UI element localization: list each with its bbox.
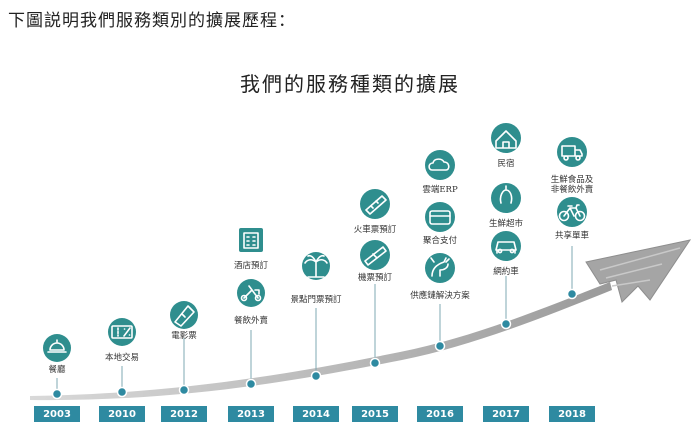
label-fresh-market: 生鮮超市 — [488, 219, 524, 229]
hotel-icon — [239, 228, 263, 252]
growth-arrowhead — [585, 239, 692, 303]
year-badge-2017: 2017 — [483, 406, 529, 422]
diagram-title: 我們的服務種類的擴展 — [240, 72, 460, 96]
intro-text: 下圖説明我們服務類別的擴展歷程： — [8, 11, 296, 31]
year-badge-2018: 2018 — [549, 406, 595, 422]
node-2014 — [310, 370, 322, 382]
ride-hailing-car-icon — [491, 231, 521, 261]
node-2010 — [116, 386, 128, 398]
supply-chain-icon — [425, 253, 455, 283]
label-cloud-erp: 雲端ERP — [422, 185, 458, 195]
label-grocery-delivery: 生鮮食品及 非餐飲外賣 — [550, 175, 594, 195]
label-local-deals: 本地交易 — [104, 353, 140, 363]
label-payment: 聚合支付 — [422, 236, 458, 246]
train-ticket-icon — [360, 189, 390, 219]
label-bike-sharing: 共享單車 — [554, 231, 590, 241]
fresh-market-icon — [491, 183, 521, 213]
label-food-delivery: 餐飲外賣 — [233, 316, 269, 326]
node-2012 — [178, 384, 190, 396]
label-train-ticket: 火車票預訂 — [353, 225, 397, 235]
node-2015 — [369, 357, 381, 369]
year-badge-2012: 2012 — [161, 406, 207, 422]
year-badge-2013: 2013 — [228, 406, 274, 422]
label-movie-ticket: 電影票 — [171, 331, 197, 341]
cloud-erp-icon — [425, 150, 455, 180]
svg-text:ERP: ERP — [433, 163, 447, 170]
restaurant-icon — [43, 334, 71, 362]
label-ride-hailing: 網約車 — [493, 267, 519, 277]
year-badge-2015: 2015 — [352, 406, 398, 422]
year-badge-2003: 2003 — [34, 406, 80, 422]
homestay-icon — [491, 123, 521, 153]
node-2016 — [434, 340, 446, 352]
year-badge-2014: 2014 — [293, 406, 339, 422]
label-hotel: 酒店預訂 — [233, 261, 269, 271]
delivery-scooter-icon — [237, 279, 265, 307]
label-air-ticket: 機票預訂 — [357, 273, 393, 283]
label-supply-chain: 供應鏈解決方案 — [410, 291, 470, 301]
label-homestay: 民宿 — [497, 159, 515, 169]
node-2017 — [500, 318, 512, 330]
node-2013 — [245, 378, 257, 390]
node-2018 — [566, 288, 578, 300]
node-2003 — [51, 388, 63, 400]
year-badge-2016: 2016 — [417, 406, 463, 422]
coupon-icon — [108, 318, 136, 346]
year-badge-2010: 2010 — [99, 406, 145, 422]
label-restaurant: 餐廳 — [48, 365, 66, 375]
label-attraction-ticket: 景點門票預訂 — [290, 295, 342, 305]
